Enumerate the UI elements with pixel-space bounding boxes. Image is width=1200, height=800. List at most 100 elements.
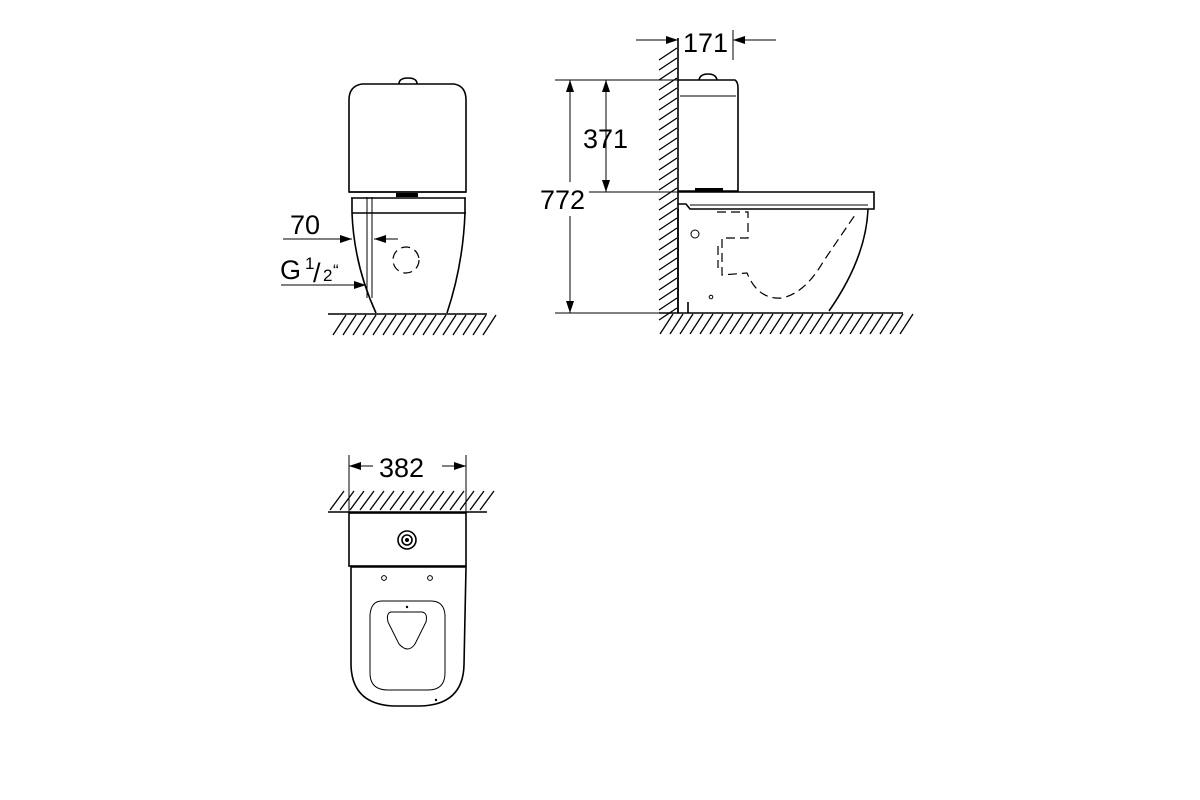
hatch-line xyxy=(829,313,844,335)
dim-valve-offset: 70 xyxy=(283,210,398,243)
thread-numerator-label: 1 xyxy=(305,254,314,273)
hatch-line xyxy=(689,313,704,335)
hatch-line xyxy=(658,187,678,201)
hatch-line xyxy=(342,314,357,336)
hatch-line xyxy=(658,97,678,111)
hatch-line xyxy=(839,313,854,335)
hatch-line xyxy=(449,490,465,511)
hatch-line xyxy=(699,313,714,335)
hatch-line xyxy=(658,217,678,231)
push-button-icon xyxy=(397,530,417,550)
hatch-line xyxy=(442,314,457,336)
hatch-line xyxy=(382,314,397,336)
cistern-base-plate xyxy=(396,193,418,197)
hatch-line xyxy=(658,247,678,261)
hatch-line xyxy=(362,314,377,336)
dim-cistern-depth: 171 xyxy=(636,28,776,60)
hatch-line xyxy=(429,490,445,511)
top-view: 382 xyxy=(328,453,495,707)
hatch-line xyxy=(402,314,417,336)
hatch-line xyxy=(749,313,764,335)
hatch-line xyxy=(659,313,674,335)
hatch-line xyxy=(679,313,694,335)
hatch-line xyxy=(859,313,874,335)
front-cistern xyxy=(348,83,467,193)
hatch-line xyxy=(658,147,678,161)
hatch-line xyxy=(739,313,754,335)
hatch-line xyxy=(719,313,734,335)
hatch-line xyxy=(432,314,447,336)
valve-offset-label: 70 xyxy=(290,210,320,240)
hatch-line xyxy=(799,313,814,335)
hatch-line xyxy=(879,313,894,335)
hatch-line xyxy=(658,127,678,141)
dim-thread-size: G 1 / 2 “ xyxy=(280,254,366,289)
hatch-line xyxy=(329,490,345,511)
hatch-line xyxy=(369,490,385,511)
hatch-line xyxy=(389,490,405,511)
hatch-line xyxy=(849,313,864,335)
hatch-line xyxy=(658,117,678,131)
cistern-depth-label: 171 xyxy=(683,28,728,58)
hatch-line xyxy=(658,87,678,101)
dim-width: 382 xyxy=(348,453,467,513)
hatch-line xyxy=(419,490,435,511)
hatch-line xyxy=(332,314,347,336)
hatch-line xyxy=(669,313,684,335)
side-cistern xyxy=(678,79,739,192)
hatch-line xyxy=(869,313,884,335)
front-view: 70 G 1 / 2 “ xyxy=(280,77,497,336)
hatch-line xyxy=(479,490,495,511)
hatch-line xyxy=(412,314,427,336)
cistern-height-label: 371 xyxy=(583,124,628,154)
hatch-line xyxy=(452,314,467,336)
cistern-top-button xyxy=(398,77,418,85)
hatch-line xyxy=(658,107,678,121)
hatch-line xyxy=(439,490,455,511)
hatch-line xyxy=(658,237,678,251)
hatch-line xyxy=(759,313,774,335)
top-seat-opening xyxy=(369,600,446,691)
width-label: 382 xyxy=(379,453,424,483)
side-view: 171 371 772 xyxy=(540,28,914,335)
hatch-line xyxy=(462,314,477,336)
side-fixing-hole xyxy=(690,229,700,239)
side-wall-hatch xyxy=(658,47,678,321)
hatch-line xyxy=(658,227,678,241)
hatch-line xyxy=(399,490,415,511)
hatch-line xyxy=(819,313,834,335)
hatch-line xyxy=(349,490,365,511)
thread-mark-label: “ xyxy=(333,261,339,280)
hatch-line xyxy=(658,67,678,81)
dim-cistern-height: 371 xyxy=(583,79,678,193)
top-wall-hatch xyxy=(329,490,495,511)
hatch-line xyxy=(658,287,678,301)
thread-letter-label: G xyxy=(280,255,301,285)
dim-total-height: 772 xyxy=(540,79,659,314)
hatch-line xyxy=(372,314,387,336)
hatch-line xyxy=(658,297,678,311)
hatch-line xyxy=(899,313,914,335)
hatch-line xyxy=(352,314,367,336)
hatch-line xyxy=(658,57,678,71)
side-floor-hatch xyxy=(659,313,914,335)
dashed-circle-icon xyxy=(392,246,420,274)
side-trapway xyxy=(717,211,856,299)
hatch-line xyxy=(889,313,904,335)
hatch-line xyxy=(658,47,678,61)
hatch-line xyxy=(339,490,355,511)
hatch-line xyxy=(779,313,794,335)
hatch-line xyxy=(658,197,678,211)
front-bowl xyxy=(351,197,466,314)
hatch-line xyxy=(769,313,784,335)
hatch-line xyxy=(472,314,487,336)
hatch-line xyxy=(422,314,437,336)
hatch-line xyxy=(658,137,678,151)
hatch-line xyxy=(392,314,407,336)
hatch-line xyxy=(658,207,678,221)
hatch-line xyxy=(379,490,395,511)
side-bowl xyxy=(677,208,869,313)
top-cistern xyxy=(348,512,467,567)
side-seat xyxy=(678,191,875,210)
hatch-line xyxy=(658,267,678,281)
